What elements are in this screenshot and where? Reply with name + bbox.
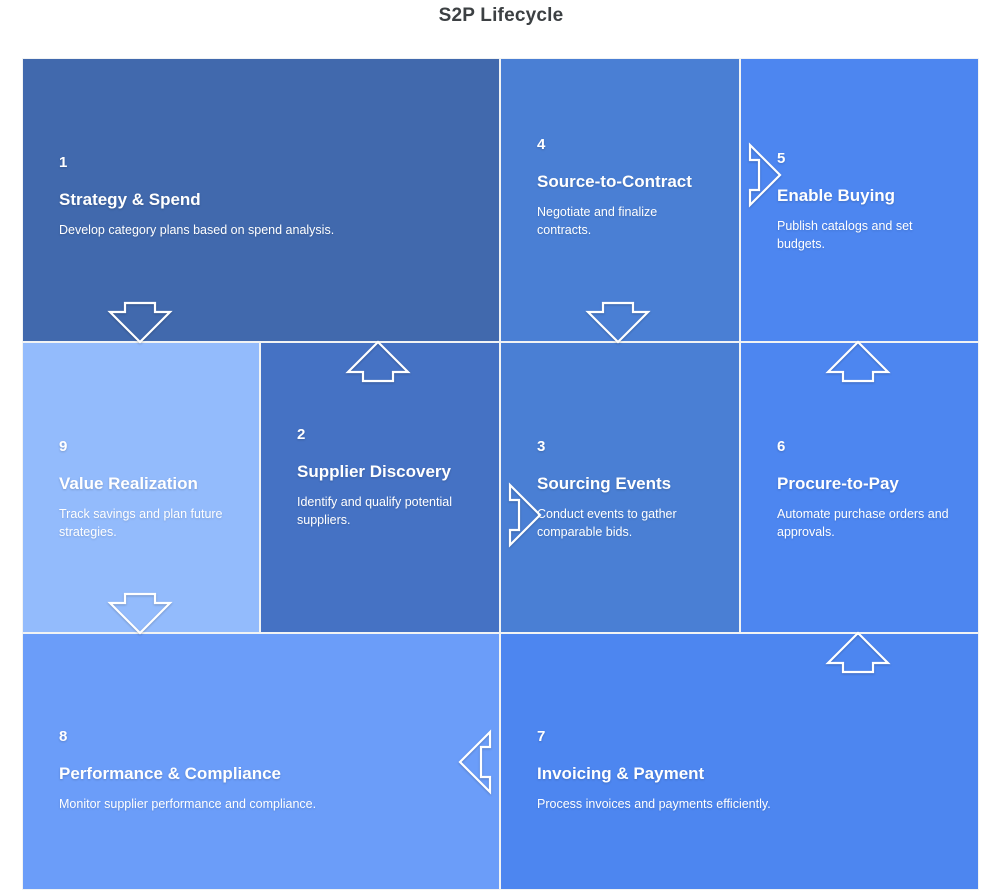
- stage-cell-9[interactable]: 9 Value Realization Track savings and pl…: [22, 342, 260, 633]
- stage-title-8: Performance & Compliance: [59, 764, 282, 783]
- stage-title-4: Source-to-Contract: [537, 172, 692, 191]
- lifecycle-grid: 1 Strategy & Spend Develop category plan…: [22, 58, 979, 890]
- stage-cell-5[interactable]: 5 Enable Buying Publish catalogs and set…: [740, 58, 979, 342]
- stage-number-8: 8: [59, 728, 68, 745]
- stage-description-9: Track savings and plan future strategies…: [59, 506, 223, 540]
- stage-number-1: 1: [59, 154, 68, 171]
- stage-title-3: Sourcing Events: [537, 474, 672, 493]
- stage-number-3: 3: [537, 438, 546, 455]
- stage-title-7: Invoicing & Payment: [537, 764, 705, 783]
- stage-description-4: Negotiate and finalize contracts.: [537, 204, 658, 238]
- stage-cell-2[interactable]: 2 Supplier Discovery Identify and qualif…: [260, 342, 500, 633]
- stage-title-1: Strategy & Spend: [59, 190, 201, 209]
- stage-description-8: Monitor supplier performance and complia…: [59, 796, 317, 811]
- stage-number-9: 9: [59, 438, 68, 455]
- page-title: S2P Lifecycle: [438, 5, 564, 26]
- stage-title-6: Procure-to-Pay: [777, 474, 899, 493]
- stage-number-4: 4: [537, 136, 546, 153]
- stage-description-6: Automate purchase orders and approvals.: [777, 506, 949, 540]
- stage-description-7: Process invoices and payments efficientl…: [537, 796, 771, 811]
- stage-cell-8[interactable]: 8 Performance & Compliance Monitor suppl…: [22, 633, 500, 890]
- stage-description-1: Develop category plans based on spend an…: [59, 222, 335, 237]
- stage-cell-3[interactable]: 3 Sourcing Events Conduct events to gath…: [500, 342, 740, 633]
- stage-number-6: 6: [777, 438, 786, 455]
- stage-cell-4[interactable]: 4 Source-to-Contract Negotiate and final…: [500, 58, 740, 342]
- stage-cell-6[interactable]: 6 Procure-to-Pay Automate purchase order…: [740, 342, 979, 633]
- stage-cell-7[interactable]: 7 Invoicing & Payment Process invoices a…: [500, 633, 979, 890]
- stage-title-9: Value Realization: [59, 474, 198, 493]
- stage-description-3: Conduct events to gather comparable bids…: [537, 506, 677, 540]
- stage-title-2: Supplier Discovery: [297, 462, 452, 481]
- stage-cell-1[interactable]: 1 Strategy & Spend Develop category plan…: [22, 58, 500, 342]
- stage-description-2: Identify and qualify potential suppliers…: [297, 494, 452, 528]
- stage-number-2: 2: [297, 426, 306, 443]
- stage-description-5: Publish catalogs and set budgets.: [777, 218, 913, 252]
- stage-number-7: 7: [537, 728, 546, 745]
- stage-number-5: 5: [777, 150, 786, 167]
- stage-title-5: Enable Buying: [777, 186, 896, 205]
